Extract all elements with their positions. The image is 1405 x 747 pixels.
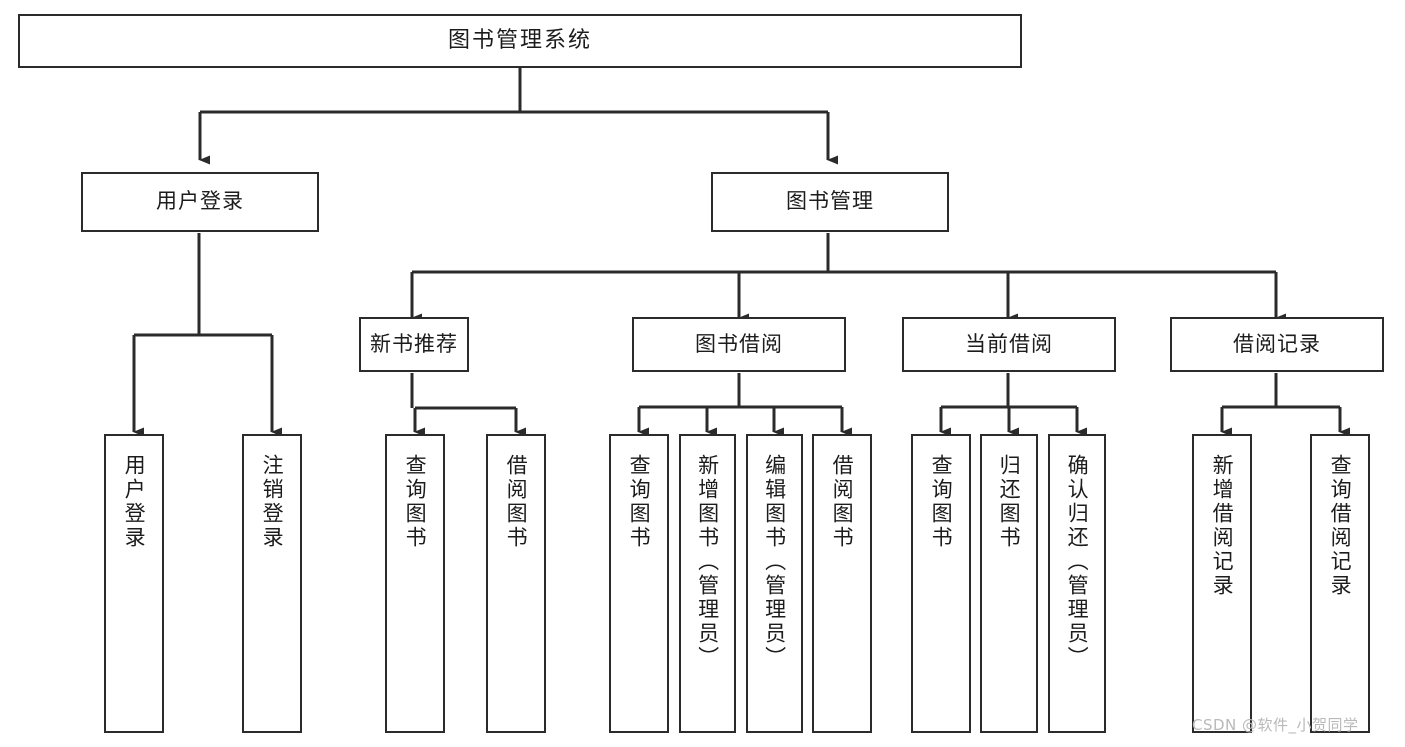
node-label: 借阅图书 (504, 454, 529, 550)
node-label: 图书管理 (786, 189, 874, 214)
node-label: 查询图书 (403, 454, 428, 550)
node-leaf-add-borrow-record[interactable]: 新增借阅记录 (1192, 434, 1252, 733)
node-label: 图书管理系统 (447, 27, 592, 53)
node-leaf-logout[interactable]: 注销登录 (242, 434, 302, 733)
node-leaf-confirm-return-admin[interactable]: 确认归还（管理员） (1048, 434, 1106, 733)
node-leaf-query-book-borrow[interactable]: 查询图书 (609, 434, 669, 733)
node-user-login[interactable]: 用户登录 (81, 172, 319, 232)
node-label: 归还图书 (997, 454, 1022, 550)
node-leaf-query-book-recommend[interactable]: 查询图书 (385, 434, 445, 733)
node-borrow-records[interactable]: 借阅记录 (1170, 317, 1384, 372)
node-label: 确认归还（管理员） (1065, 454, 1090, 670)
node-label: 借阅图书 (830, 454, 855, 550)
node-book-management[interactable]: 图书管理 (711, 172, 949, 232)
node-label: 当前借阅 (965, 331, 1053, 356)
node-label: 新书推荐 (370, 331, 458, 356)
node-label: 查询图书 (929, 454, 954, 550)
node-label: 新增图书（管理员） (695, 454, 720, 670)
node-label: 查询图书 (627, 454, 652, 550)
node-label: 用户登录 (156, 189, 244, 214)
node-label: 编辑图书（管理员） (762, 454, 787, 670)
node-label: 新增借阅记录 (1210, 454, 1235, 598)
node-book-borrow[interactable]: 图书借阅 (632, 317, 846, 372)
node-leaf-borrow-book-recommend[interactable]: 借阅图书 (486, 434, 546, 733)
node-current-borrow[interactable]: 当前借阅 (902, 317, 1116, 372)
node-leaf-user-login[interactable]: 用户登录 (104, 434, 164, 733)
node-leaf-add-book-admin[interactable]: 新增图书（管理员） (679, 434, 736, 733)
node-new-book-recommend[interactable]: 新书推荐 (359, 317, 469, 372)
node-label: 用户登录 (122, 454, 147, 550)
node-label: 图书借阅 (695, 331, 783, 356)
node-leaf-borrow-book[interactable]: 借阅图书 (812, 434, 872, 733)
node-label: 借阅记录 (1233, 331, 1321, 356)
csdn-watermark: CSDN @软件_小贺同学 (1192, 716, 1359, 734)
node-leaf-query-borrow-record[interactable]: 查询借阅记录 (1310, 434, 1370, 733)
node-label: 注销登录 (260, 454, 285, 550)
node-label: 查询借阅记录 (1328, 454, 1353, 598)
node-leaf-return-book[interactable]: 归还图书 (980, 434, 1038, 733)
node-leaf-edit-book-admin[interactable]: 编辑图书（管理员） (746, 434, 803, 733)
node-root-system[interactable]: 图书管理系统 (18, 14, 1022, 68)
node-leaf-query-book-current[interactable]: 查询图书 (911, 434, 971, 733)
